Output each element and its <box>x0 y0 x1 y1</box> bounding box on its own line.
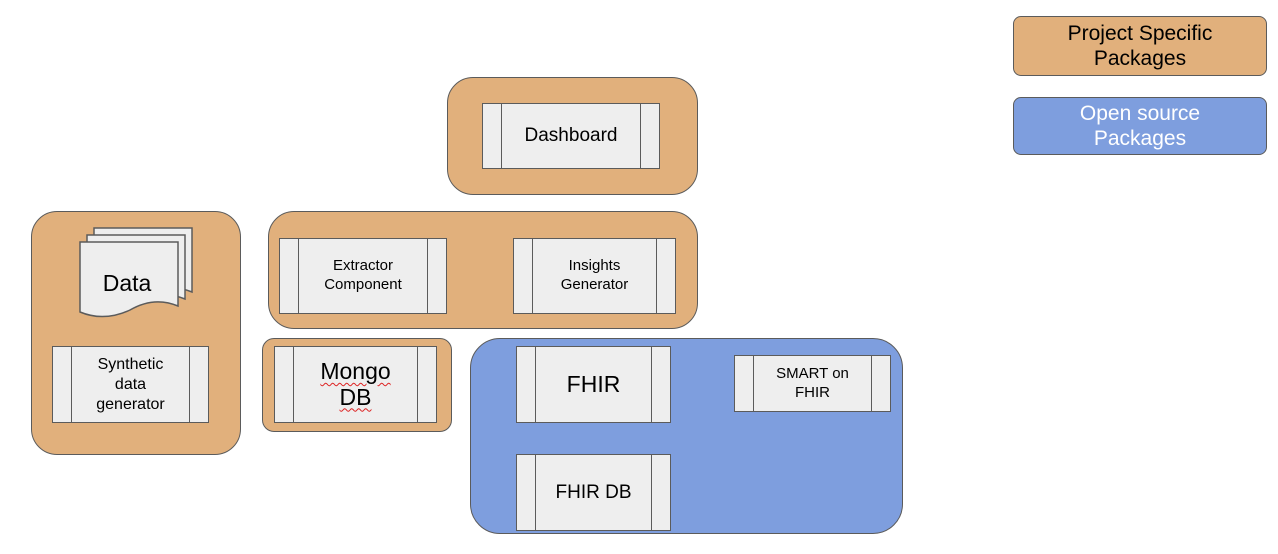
legend-open-source: Open source Packages <box>1013 97 1267 155</box>
dashboard-component: Dashboard <box>482 103 660 169</box>
smart-on-fhir-label: SMART on FHIR <box>776 364 849 401</box>
fhir-db-component: FHIR DB <box>516 454 671 531</box>
insights-generator-component: Insights Generator <box>513 238 676 314</box>
mongo-label: Mongo <box>320 358 391 385</box>
data-label: Data <box>103 270 152 296</box>
insights-label: Insights Generator <box>560 257 629 293</box>
synthetic-data-generator-component: Synthetic data generator <box>52 346 209 423</box>
extractor-label: Extractor Component <box>324 257 402 293</box>
legend-project-specific: Project Specific Packages <box>1013 16 1267 76</box>
legend-open-source-label: Open source Packages <box>1079 101 1201 150</box>
dashboard-label: Dashboard <box>524 125 618 147</box>
mongodb-component: Mongo DB <box>274 346 437 423</box>
db-label: DB <box>339 383 372 410</box>
legend-project-specific-label: Project Specific Packages <box>1067 21 1213 70</box>
fhir-db-label: FHIR DB <box>555 481 632 503</box>
multi-document-icon: Data <box>79 227 193 318</box>
synthetic-label: Synthetic data generator <box>96 355 165 413</box>
fhir-component: FHIR <box>516 346 671 423</box>
extractor-component: Extractor Component <box>279 238 447 314</box>
fhir-label: FHIR <box>566 371 621 398</box>
smart-on-fhir-component: SMART on FHIR <box>734 355 891 412</box>
